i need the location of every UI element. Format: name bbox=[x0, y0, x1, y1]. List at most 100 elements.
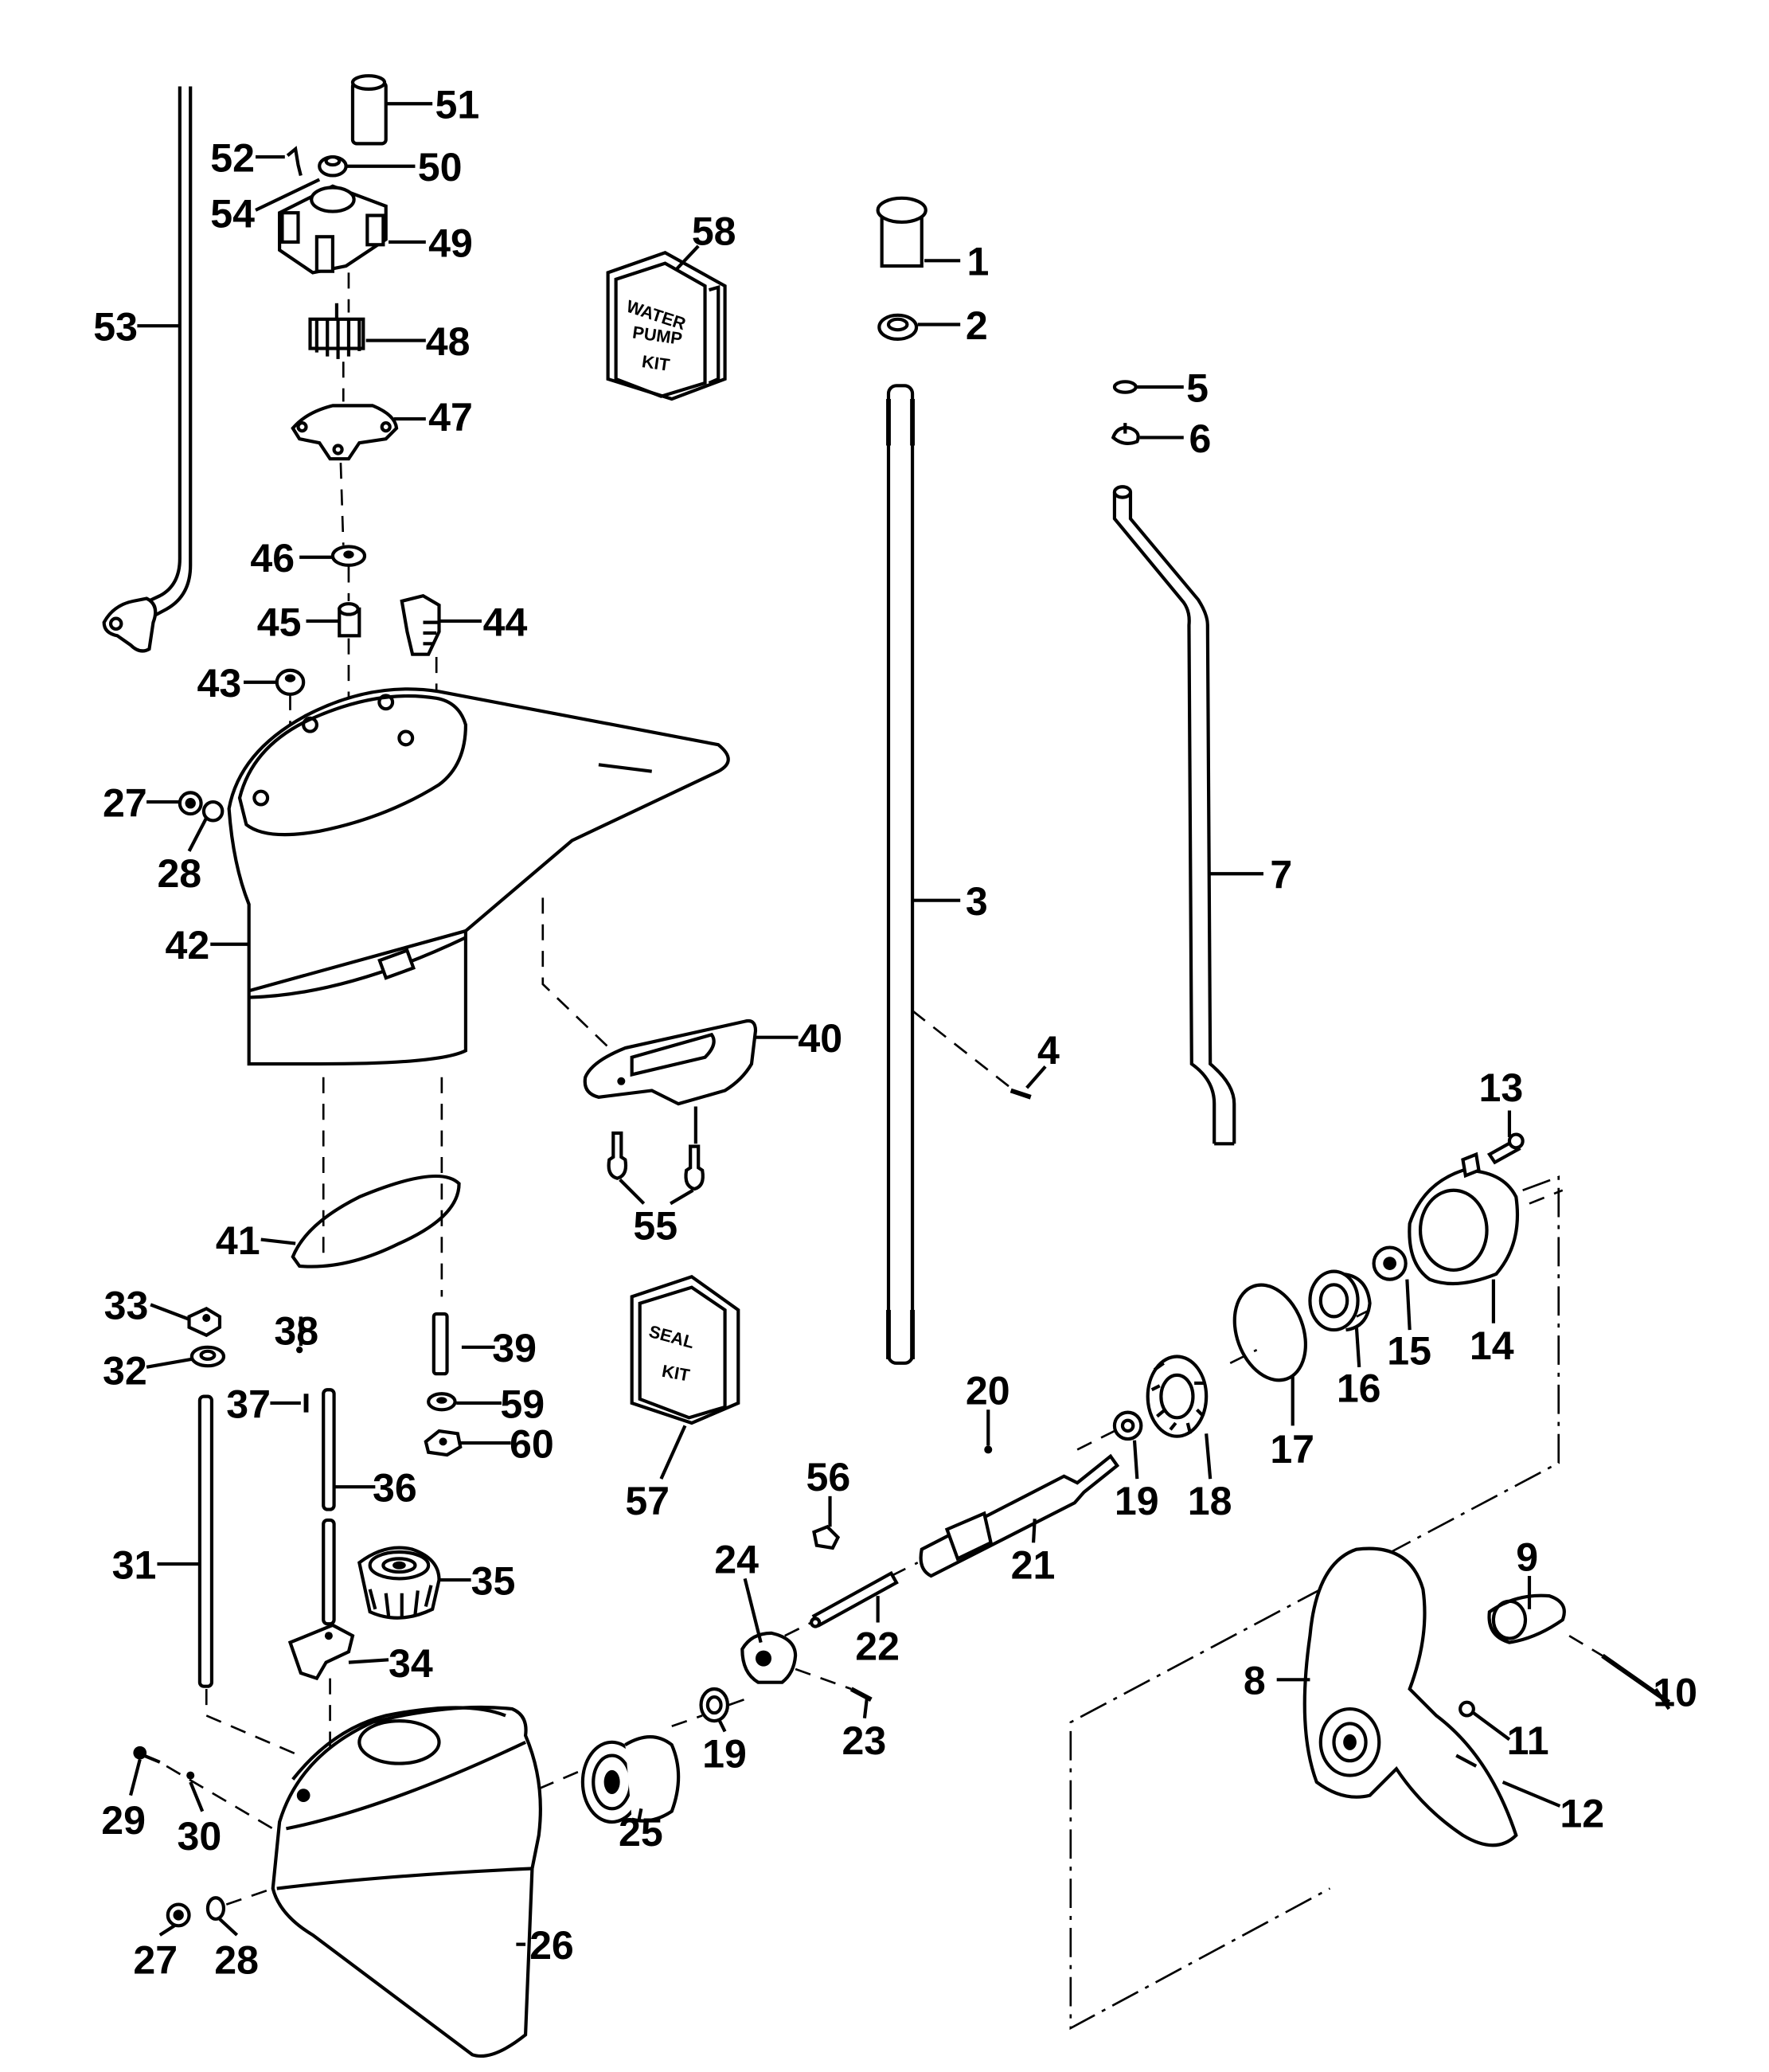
part-32-washer bbox=[189, 1345, 226, 1368]
part-56-spring bbox=[812, 1524, 841, 1550]
callout-25: 25 bbox=[619, 1810, 663, 1855]
callout-17: 17 bbox=[1270, 1427, 1314, 1472]
part-19-washer-right bbox=[1112, 1410, 1143, 1441]
part-29-screw bbox=[133, 1746, 161, 1764]
part-7-shift-rod bbox=[1112, 485, 1236, 1146]
callout-44: 44 bbox=[483, 600, 528, 644]
part-23-pin bbox=[795, 1667, 873, 1702]
callout-29: 29 bbox=[101, 1798, 146, 1843]
part-15-seal bbox=[1372, 1245, 1408, 1281]
callout-19-right: 19 bbox=[1115, 1479, 1159, 1523]
part-45-bushing bbox=[338, 602, 361, 638]
part-16-bearing bbox=[1308, 1269, 1372, 1332]
part-21-propshaft bbox=[919, 1453, 1120, 1578]
callout-19-left: 19 bbox=[702, 1732, 747, 1777]
callout-52: 52 bbox=[210, 135, 255, 180]
callout-41: 41 bbox=[216, 1218, 260, 1263]
callout-48: 48 bbox=[426, 319, 471, 364]
callout-21: 21 bbox=[1011, 1542, 1056, 1587]
callout-26: 26 bbox=[529, 1923, 574, 1968]
callout-28-bottom: 28 bbox=[214, 1937, 259, 1982]
part-2-seal bbox=[877, 313, 919, 341]
water-pump-kit-box: WATER PUMP KIT bbox=[606, 251, 727, 401]
part-28-washer-top bbox=[201, 799, 225, 823]
part-33-nut bbox=[187, 1307, 222, 1338]
callout-30: 30 bbox=[178, 1814, 222, 1859]
part-9-cone bbox=[1487, 1593, 1566, 1644]
part-51-tube bbox=[350, 74, 388, 146]
callout-50: 50 bbox=[418, 145, 463, 190]
part-3-driveshaft bbox=[886, 384, 915, 1365]
part-35-gear bbox=[357, 1546, 441, 1620]
part-25-bearing-gear bbox=[580, 1735, 681, 1824]
part-48-impeller bbox=[308, 303, 365, 359]
callout-34: 34 bbox=[389, 1641, 433, 1686]
callout-27-top: 27 bbox=[103, 780, 147, 825]
part-30-ball bbox=[186, 1771, 195, 1780]
callout-53: 53 bbox=[93, 305, 138, 350]
callout-31: 31 bbox=[112, 1542, 157, 1587]
part-22-pin bbox=[810, 1570, 899, 1628]
part-53-shift-rod bbox=[102, 86, 193, 653]
part-36-shift-rod bbox=[322, 1388, 336, 1626]
callout-32: 32 bbox=[103, 1349, 147, 1394]
part-38-pin bbox=[295, 1336, 303, 1354]
callout-6: 6 bbox=[1189, 416, 1211, 461]
part-20-ball bbox=[984, 1445, 993, 1454]
callout-5: 5 bbox=[1186, 366, 1209, 410]
callout-37: 37 bbox=[226, 1382, 271, 1426]
part-42-driveshaft-housing bbox=[227, 687, 730, 1066]
callout-27-bottom: 27 bbox=[133, 1937, 178, 1982]
callout-4: 4 bbox=[1037, 1028, 1060, 1073]
part-59-washer bbox=[427, 1392, 457, 1412]
callout-43: 43 bbox=[197, 661, 242, 706]
part-17-oring bbox=[1232, 1283, 1307, 1382]
part-8-propeller bbox=[1302, 1546, 1518, 1847]
part-12-pin bbox=[1455, 1753, 1478, 1768]
part-60-nut bbox=[424, 1429, 463, 1457]
seal-kit-line2: KIT bbox=[661, 1361, 693, 1386]
part-40-water-pickup bbox=[583, 1018, 758, 1106]
callout-1: 1 bbox=[967, 240, 990, 284]
callout-59: 59 bbox=[500, 1382, 545, 1426]
part-14-bearing-carrier bbox=[1408, 1151, 1520, 1286]
part-50-grommet bbox=[318, 154, 348, 178]
part-46-seal bbox=[330, 545, 367, 567]
callout-7: 7 bbox=[1270, 853, 1292, 897]
callout-35: 35 bbox=[471, 1558, 516, 1603]
callout-16: 16 bbox=[1337, 1366, 1381, 1410]
part-27-plug-bottom bbox=[166, 1902, 191, 1928]
callout-24: 24 bbox=[714, 1538, 759, 1582]
callout-42: 42 bbox=[165, 923, 209, 968]
callout-15: 15 bbox=[1387, 1329, 1431, 1374]
callout-45: 45 bbox=[257, 600, 302, 644]
callout-labels: 51 52 50 54 49 53 48 47 58 1 2 5 6 46 45… bbox=[93, 83, 1697, 1983]
callout-40: 40 bbox=[798, 1016, 842, 1061]
part-6-clip bbox=[1111, 423, 1140, 445]
part-28-washer-bottom bbox=[205, 1896, 226, 1921]
part-26-gearcase bbox=[271, 1705, 542, 2058]
callout-28-top: 28 bbox=[157, 851, 201, 896]
part-13-screw bbox=[1486, 1132, 1525, 1165]
callout-36: 36 bbox=[373, 1466, 417, 1511]
callout-10: 10 bbox=[1653, 1671, 1697, 1715]
part-31-stud bbox=[197, 1394, 214, 1688]
callout-9: 9 bbox=[1516, 1534, 1538, 1579]
callout-2: 2 bbox=[966, 303, 988, 348]
part-43-grommet bbox=[275, 668, 306, 696]
part-27-plug-top bbox=[178, 791, 203, 816]
callout-14: 14 bbox=[1470, 1323, 1514, 1368]
seal-kit-box: SEAL KIT bbox=[630, 1274, 740, 1425]
part-24-clutch bbox=[740, 1631, 798, 1684]
callout-55: 55 bbox=[633, 1204, 678, 1249]
part-11-washer bbox=[1459, 1700, 1475, 1718]
callout-20: 20 bbox=[966, 1369, 1010, 1413]
part-19-washer-left bbox=[699, 1687, 730, 1723]
callout-23: 23 bbox=[842, 1718, 887, 1763]
callout-33: 33 bbox=[104, 1284, 149, 1328]
callout-47: 47 bbox=[428, 395, 473, 440]
callout-12: 12 bbox=[1560, 1792, 1604, 1836]
callout-3: 3 bbox=[966, 879, 988, 924]
